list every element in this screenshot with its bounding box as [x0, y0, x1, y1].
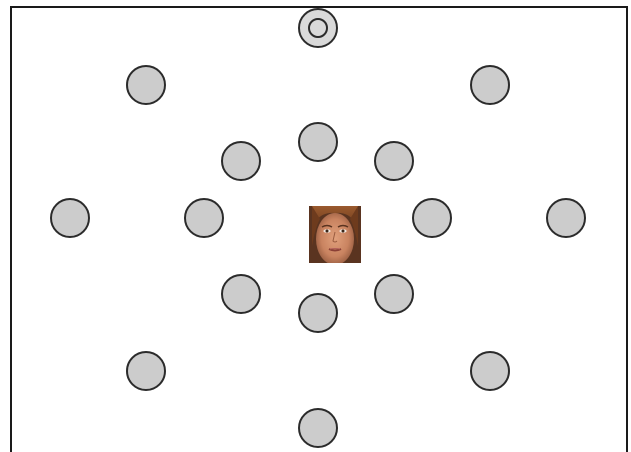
target-circle-t8[interactable]	[412, 198, 452, 238]
target-circle-t11[interactable]	[374, 274, 414, 314]
target-circle-t13[interactable]	[126, 351, 166, 391]
target-circle-t4[interactable]	[221, 141, 261, 181]
target-circle-t15[interactable]	[298, 408, 338, 448]
target-circle-t6[interactable]	[50, 198, 90, 238]
target-circle-t3[interactable]	[298, 122, 338, 162]
start-inner-ring	[308, 18, 328, 38]
target-circle-t9[interactable]	[546, 198, 586, 238]
target-circle-t7[interactable]	[184, 198, 224, 238]
face-stimulus-image	[309, 206, 361, 263]
target-circle-t14[interactable]	[470, 351, 510, 391]
target-circle-t12[interactable]	[298, 293, 338, 333]
start-target-button[interactable]	[298, 8, 338, 48]
target-circle-t10[interactable]	[221, 274, 261, 314]
experiment-canvas	[10, 6, 628, 452]
target-circle-t1[interactable]	[126, 65, 166, 105]
target-circle-t2[interactable]	[470, 65, 510, 105]
target-circle-t5[interactable]	[374, 141, 414, 181]
